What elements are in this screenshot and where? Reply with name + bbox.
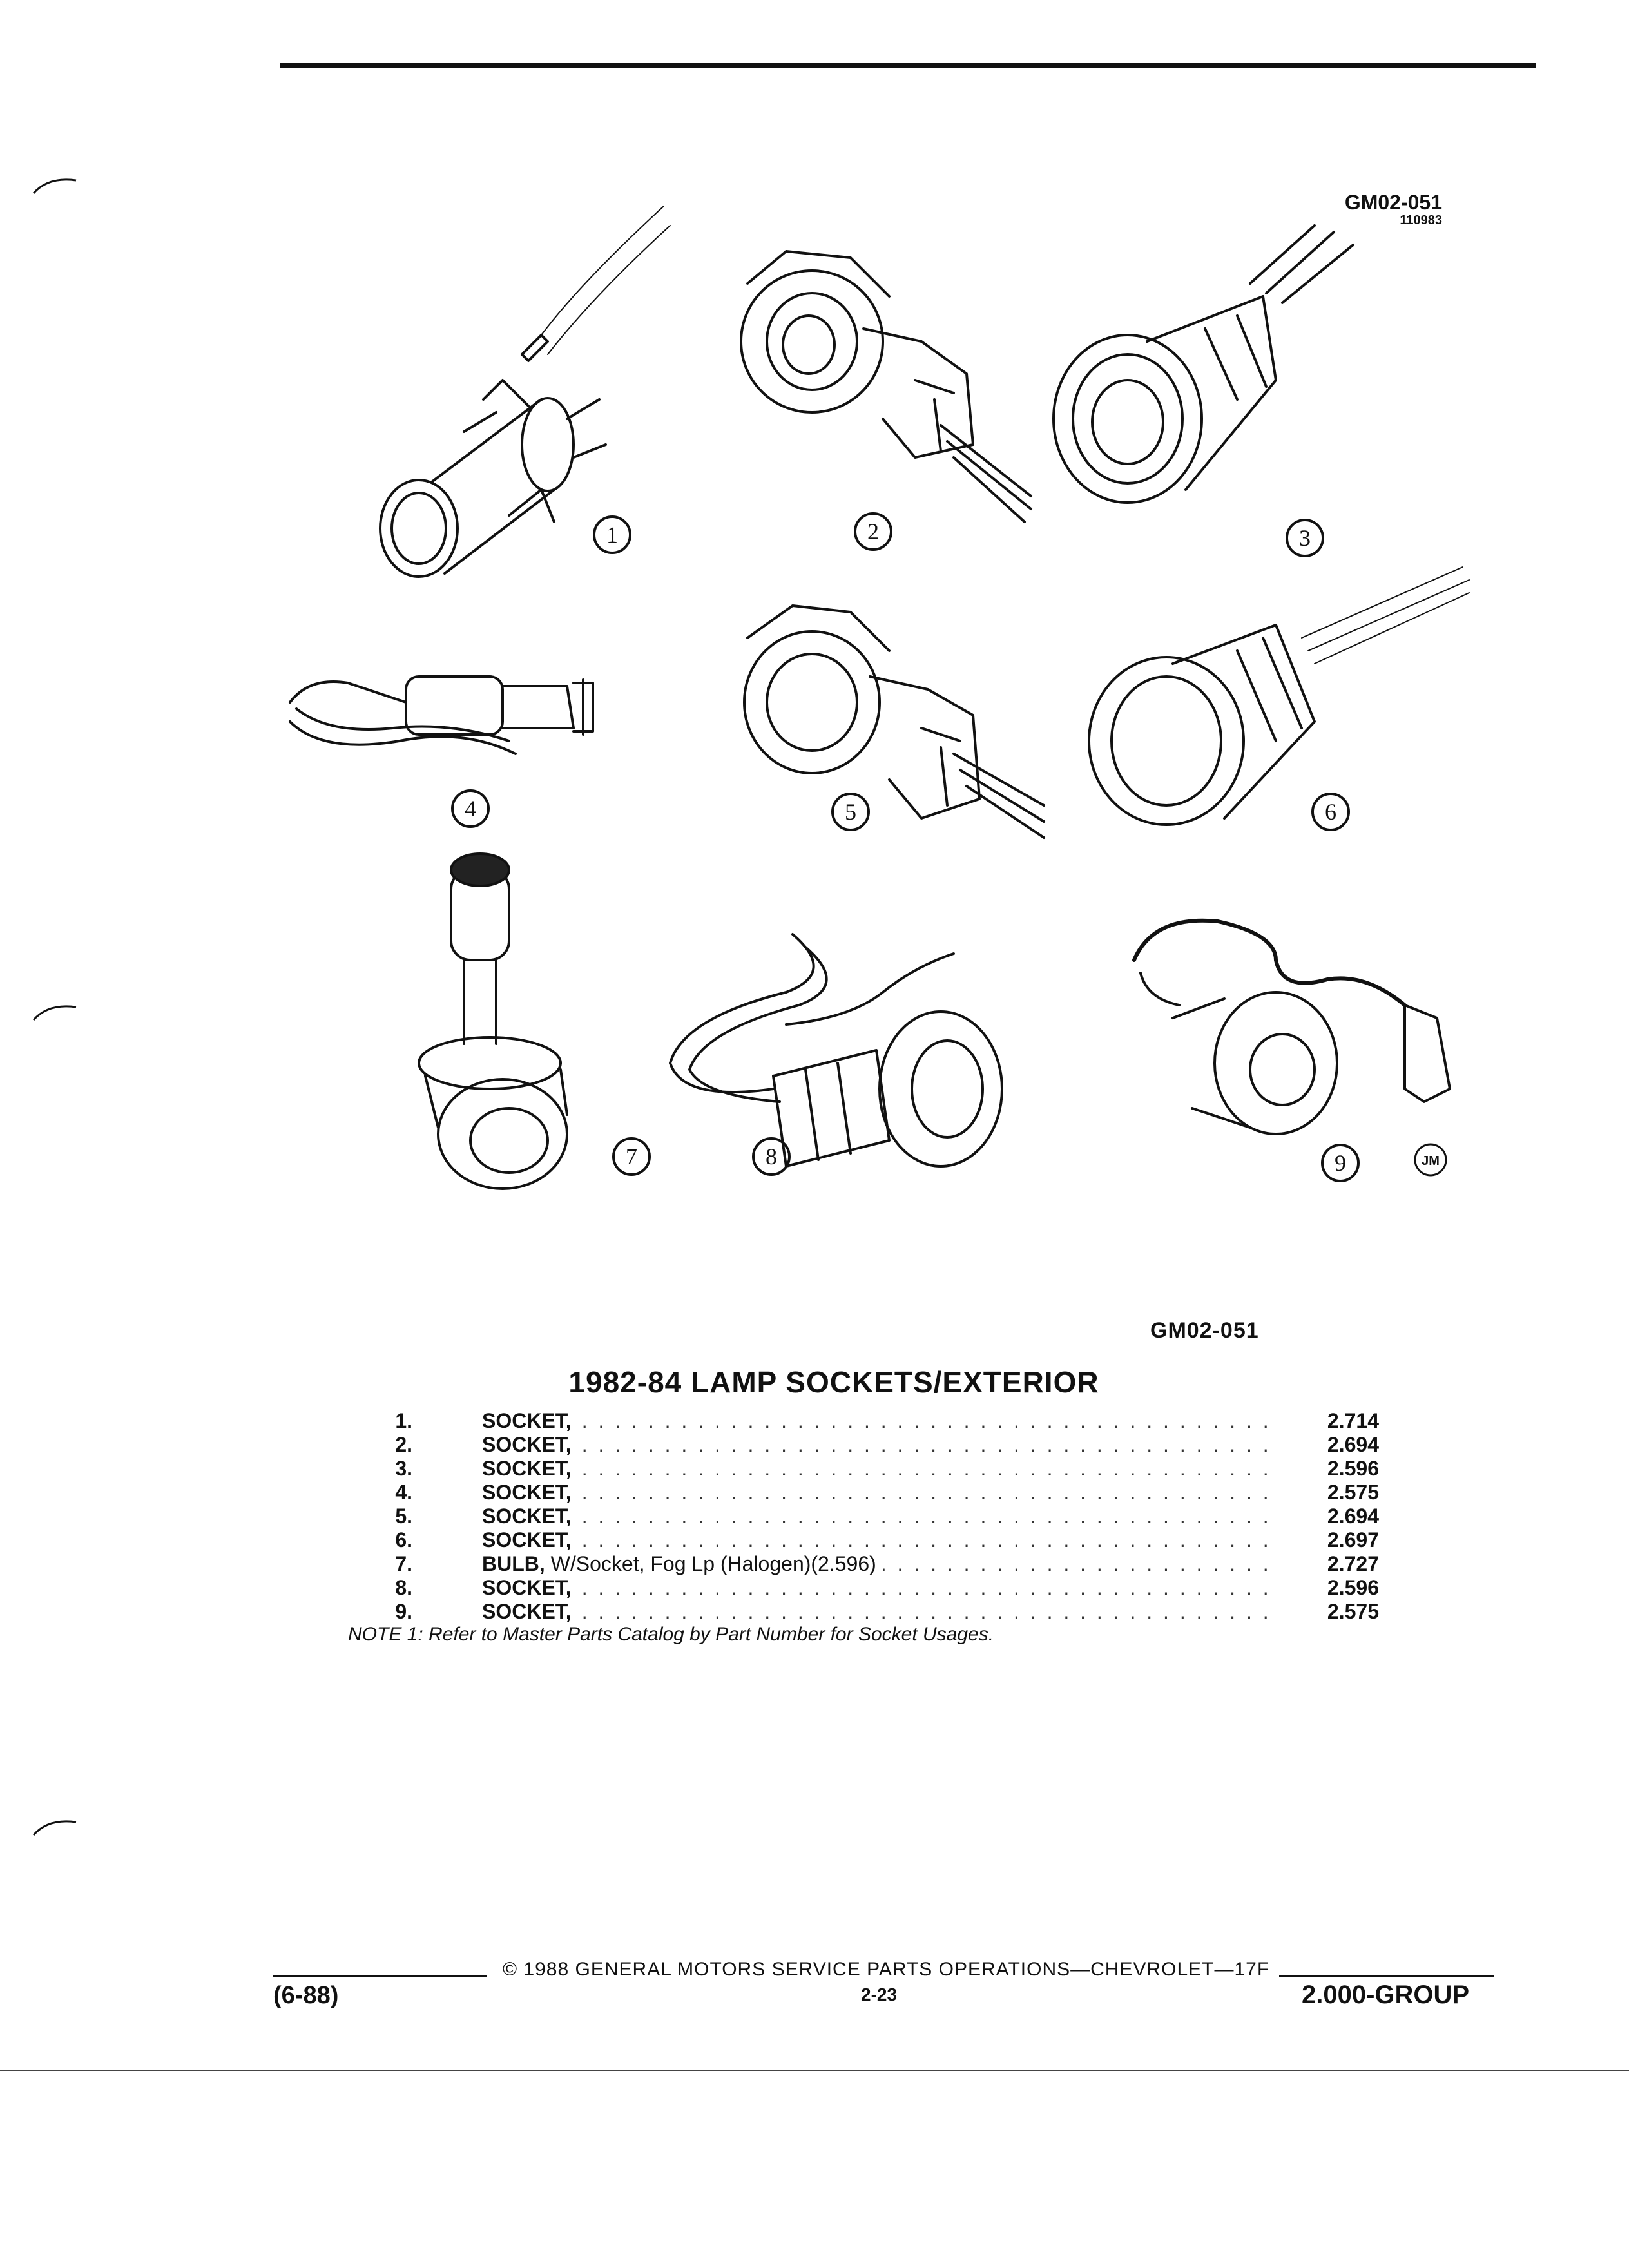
margin-mark-bottom	[32, 1820, 77, 1836]
part-number: 5.	[395, 1504, 412, 1528]
parts-row-4: 4. . . . . . . . . . . . . . . . . . . .…	[361, 1481, 1379, 1504]
callout-7: 7	[612, 1137, 651, 1176]
socket-5-drawing	[743, 604, 1045, 839]
leader-dots: . . . . . . . . . . . . . . . . . . . . …	[482, 1528, 1275, 1552]
part-reference: 2.575	[1302, 1600, 1379, 1624]
part-reference: 2.727	[1302, 1552, 1379, 1576]
part-description: SOCKET,	[482, 1481, 578, 1504]
svg-text:9: 9	[1335, 1150, 1346, 1176]
figure-code-sub: 110983	[1400, 213, 1442, 227]
callout-3: 3	[1286, 519, 1324, 557]
part-reference: 2.575	[1302, 1481, 1379, 1504]
parts-row-3: 3. . . . . . . . . . . . . . . . . . . .…	[361, 1457, 1379, 1481]
leader-dots: . . . . . . . . . . . . . . . . . . . . …	[482, 1504, 1275, 1528]
parts-row-2: 2. . . . . . . . . . . . . . . . . . . .…	[361, 1433, 1379, 1457]
parts-row-1: 1. . . . . . . . . . . . . . . . . . . .…	[361, 1409, 1379, 1433]
part-description: SOCKET,	[482, 1457, 578, 1481]
svg-text:4: 4	[465, 796, 476, 822]
part-number: 4.	[395, 1481, 412, 1504]
socket-4-drawing	[289, 675, 594, 755]
revision-date: (6-88)	[273, 1982, 339, 2009]
figure-code: GM02-051 110983	[1344, 191, 1442, 227]
part-number: 3.	[395, 1457, 412, 1480]
socket-8-drawing	[669, 933, 1003, 1168]
figure-code-bottom: GM02-051	[1150, 1318, 1259, 1343]
part-reference: 2.697	[1302, 1528, 1379, 1552]
part-number: 1.	[395, 1409, 412, 1432]
parts-row-5: 5. . . . . . . . . . . . . . . . . . . .…	[361, 1504, 1379, 1528]
part-number: 6.	[395, 1528, 412, 1552]
part-description: SOCKET,	[482, 1600, 578, 1624]
part-number: 9.	[395, 1600, 412, 1623]
svg-text:8: 8	[766, 1144, 777, 1169]
svg-text:2: 2	[867, 519, 879, 544]
part-description: BULB, W/Socket, Fog Lp (Halogen)(2.596)	[482, 1552, 883, 1576]
parts-list: 1. . . . . . . . . . . . . . . . . . . .…	[361, 1409, 1379, 1624]
leader-dots: . . . . . . . . . . . . . . . . . . . . …	[482, 1576, 1275, 1599]
callout-8: 8	[752, 1137, 791, 1176]
part-reference: 2.714	[1302, 1409, 1379, 1433]
leader-dots: . . . . . . . . . . . . . . . . . . . . …	[482, 1409, 1275, 1432]
lamp-sockets-illustration: 1 2 3 4 5 6 7 8 9 JM	[289, 206, 1470, 1190]
part-reference: 2.694	[1302, 1504, 1379, 1528]
socket-9-drawing	[1132, 918, 1451, 1135]
part-number: 7.	[395, 1552, 412, 1575]
part-description: SOCKET,	[482, 1576, 578, 1600]
parts-row-7: 7. . . . . . . . . . . . . . . . . . . .…	[361, 1552, 1379, 1576]
part-number: 2.	[395, 1433, 412, 1456]
part-reference: 2.596	[1302, 1576, 1379, 1600]
svg-text:5: 5	[845, 799, 856, 825]
usage-note: NOTE 1: Refer to Master Parts Catalog by…	[348, 1624, 994, 1645]
top-rule	[280, 63, 1536, 68]
socket-3-drawing	[1052, 224, 1354, 504]
parts-row-6: 6. . . . . . . . . . . . . . . . . . . .…	[361, 1528, 1379, 1552]
part-number: 8.	[395, 1576, 412, 1599]
footer-rule-right	[1279, 1975, 1494, 1977]
figure-code-main: GM02-051	[1344, 191, 1442, 214]
callout-6: 6	[1311, 793, 1350, 831]
leader-dots: . . . . . . . . . . . . . . . . . . . . …	[482, 1600, 1275, 1623]
callout-2: 2	[854, 512, 892, 551]
parts-row-9: 9. . . . . . . . . . . . . . . . . . . .…	[361, 1600, 1379, 1624]
margin-mark-top	[32, 178, 77, 195]
part-reference: 2.596	[1302, 1457, 1379, 1481]
part-description: SOCKET,	[482, 1504, 578, 1528]
leader-dots: . . . . . . . . . . . . . . . . . . . . …	[482, 1481, 1275, 1504]
bottom-rule	[0, 2070, 1629, 2071]
copyright-line: © 1988 GENERAL MOTORS SERVICE PARTS OPER…	[503, 1959, 1270, 1980]
svg-text:JM: JM	[1422, 1154, 1440, 1168]
parts-row-8: 8. . . . . . . . . . . . . . . . . . . .…	[361, 1576, 1379, 1600]
part-description: SOCKET,	[482, 1528, 578, 1552]
svg-text:3: 3	[1299, 525, 1311, 551]
leader-dots: . . . . . . . . . . . . . . . . . . . . …	[482, 1433, 1275, 1456]
page-title: 1982-84 LAMP SOCKETS/EXTERIOR	[568, 1365, 1099, 1399]
bulb-7-drawing	[418, 852, 568, 1190]
margin-mark-middle	[32, 1005, 77, 1021]
socket-6-drawing	[1088, 566, 1470, 826]
svg-text:7: 7	[626, 1144, 637, 1169]
socket-1-drawing	[379, 206, 671, 578]
part-description: SOCKET,	[482, 1409, 578, 1433]
footer-rule-left	[273, 1975, 487, 1977]
svg-text:6: 6	[1325, 799, 1336, 825]
artist-mark: JM	[1414, 1143, 1447, 1177]
callout-5: 5	[831, 793, 870, 831]
socket-2-drawing	[740, 250, 1032, 523]
callout-9: 9	[1321, 1144, 1360, 1182]
leader-dots: . . . . . . . . . . . . . . . . . . . . …	[482, 1457, 1275, 1480]
callout-1: 1	[593, 515, 631, 554]
part-description: SOCKET,	[482, 1433, 578, 1457]
page-number: 2-23	[861, 1984, 898, 2004]
svg-text:1: 1	[606, 522, 618, 548]
part-reference: 2.694	[1302, 1433, 1379, 1457]
callout-4: 4	[451, 789, 490, 828]
group-label: 2.000-GROUP	[1302, 1981, 1470, 2009]
